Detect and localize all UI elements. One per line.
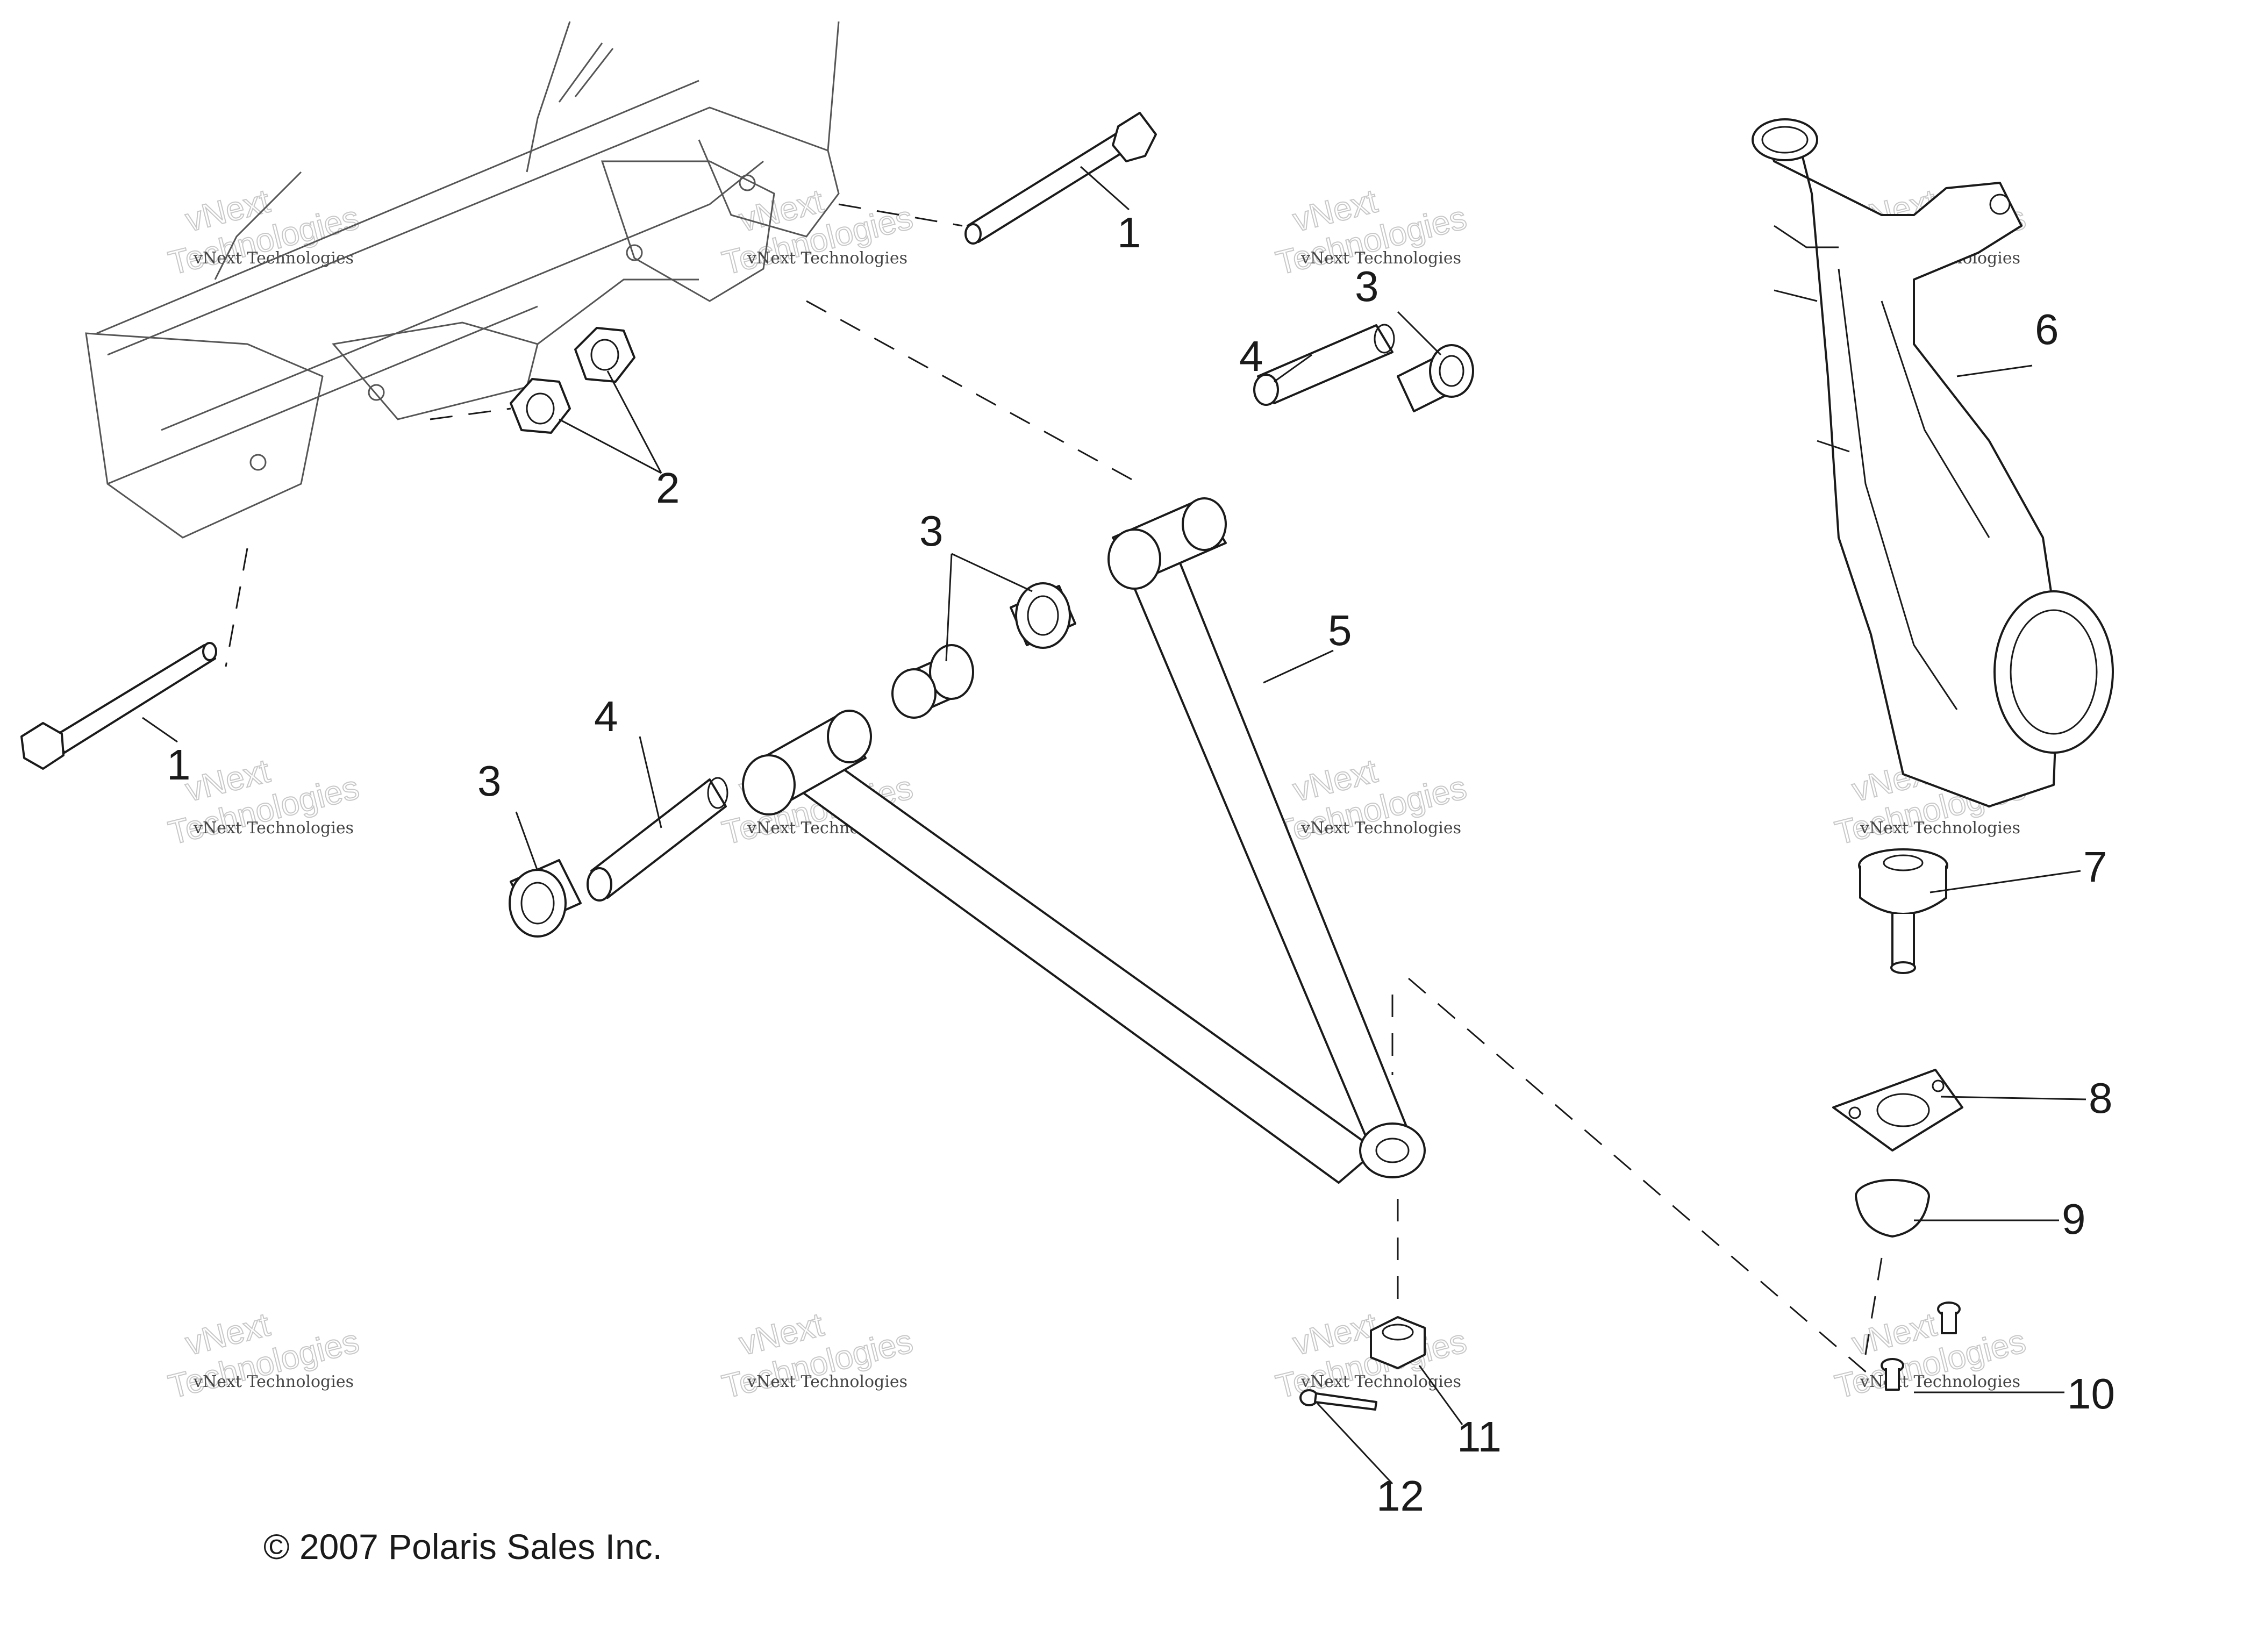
- svg-text:vNext Technologies: vNext Technologies: [1860, 1372, 2020, 1391]
- sleeve-left: [587, 777, 728, 902]
- sleeve-right: [1253, 324, 1395, 406]
- svg-text:vNext Technologies: vNext Technologies: [1860, 819, 2020, 838]
- callout-numbers: 1 1 2 3 3 3 3 4 4 5 6 7 8 9 10 11 12: [167, 209, 2115, 1520]
- callout-3-left: 3: [477, 757, 502, 805]
- castle-nut: [1370, 1316, 1426, 1369]
- leader-lines: [142, 166, 2086, 1485]
- callout-1-top: 1: [1117, 209, 1141, 256]
- bushing-left: [509, 859, 582, 938]
- watermark: vNext Technologies vNext Technologies: [718, 182, 917, 283]
- watermark: vNext Technologies vNext Technologies: [165, 182, 363, 283]
- callout-9: 9: [2062, 1195, 2086, 1243]
- callout-4-right: 4: [1239, 332, 1263, 380]
- nut-left: [510, 378, 571, 434]
- bushing-right-top: [1397, 344, 1474, 412]
- callout-10: 10: [2067, 1370, 2115, 1418]
- mounting-plate: [1832, 1069, 1963, 1152]
- cotter-pin: [1299, 1389, 1377, 1411]
- bolt-top: [964, 112, 1157, 245]
- watermark: vNext Technologies vNext Technologies: [1831, 1306, 2030, 1406]
- callout-3-middle: 3: [919, 507, 944, 555]
- small-bolt-lower: [1881, 1358, 1904, 1391]
- svg-text:vNext Technologies: vNext Technologies: [747, 249, 907, 268]
- frame-section: [85, 21, 840, 539]
- callout-3-top-right: 3: [1355, 262, 1379, 310]
- svg-text:vNext Technologies: vNext Technologies: [1300, 1372, 1461, 1391]
- svg-text:vNext Technologies: vNext Technologies: [747, 1372, 907, 1391]
- watermarks: vNext Technologies vNext Technologies vN…: [165, 182, 2030, 1406]
- callout-5: 5: [1328, 606, 1352, 654]
- a-arm: [742, 497, 1426, 1184]
- callout-2: 2: [656, 464, 680, 512]
- svg-text:vNext Technologies: vNext Technologies: [193, 249, 354, 268]
- svg-text:vNext Technologies: vNext Technologies: [1300, 819, 1461, 838]
- bolt-left: [20, 642, 217, 770]
- copyright-notice: © 2007 Polaris Sales Inc.: [263, 1527, 662, 1567]
- bushing-mid-lower: [891, 644, 974, 719]
- svg-text:vNext Technologies: vNext Technologies: [1300, 249, 1461, 268]
- callout-1-left: 1: [167, 741, 191, 789]
- callout-6: 6: [2035, 305, 2059, 353]
- callout-7: 7: [2083, 843, 2107, 891]
- svg-text:vNext Technologies: vNext Technologies: [193, 819, 354, 838]
- ball-joint: [1858, 848, 1948, 974]
- nut-right: [574, 327, 635, 383]
- callout-11: 11: [1457, 1413, 1502, 1461]
- watermark: vNext Technologies vNext Technologies: [165, 1306, 363, 1406]
- small-bolt-upper: [1937, 1301, 1961, 1334]
- steering-knuckle: [1752, 118, 2114, 807]
- svg-text:vNext Technologies: vNext Technologies: [193, 1372, 354, 1391]
- assembly-lines: [225, 203, 1883, 1377]
- watermark: vNext Technologies vNext Technologies: [1272, 1306, 1471, 1406]
- callout-8: 8: [2089, 1074, 2113, 1122]
- watermark: vNext Technologies vNext Technologies: [1272, 182, 1471, 283]
- bushing-mid-upper: [1010, 582, 1076, 649]
- watermark: vNext Technologies vNext Technologies: [718, 1306, 917, 1406]
- dust-cap: [1855, 1179, 1930, 1238]
- callout-4-left: 4: [594, 692, 618, 740]
- callout-12: 12: [1376, 1472, 1424, 1520]
